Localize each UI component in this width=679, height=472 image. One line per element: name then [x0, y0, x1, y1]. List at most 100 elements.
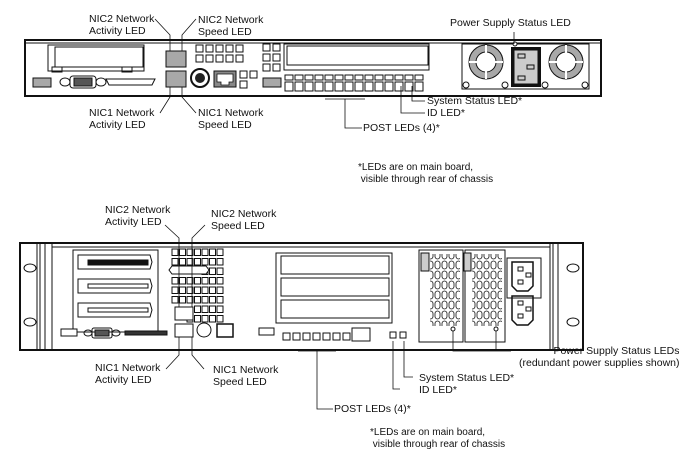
label-nic2-activity-1u: NIC2 Network Activity LED [89, 13, 154, 37]
label-line: NIC1 Network [198, 107, 264, 119]
leaders-2u [164, 224, 511, 410]
label-line: visible through rear of chassis [358, 174, 494, 185]
power-inlets-2u [506, 257, 542, 326]
label-line: Speed LED [213, 376, 267, 388]
vent-slot [209, 286, 216, 294]
vent-slot [209, 258, 216, 266]
label-post-leds-2u: POST LEDs (4)* [334, 403, 411, 415]
label-line: POST LEDs (4)* [334, 403, 411, 415]
led-square [249, 70, 258, 79]
label-system-status-2u: System Status LED* [419, 372, 514, 384]
vent-slot [216, 258, 224, 266]
vent-grid-1u-a [195, 44, 244, 63]
vent-slot [194, 248, 201, 256]
fan-left [468, 44, 504, 80]
vent-slot [394, 74, 404, 81]
vent-slot [374, 81, 384, 92]
vga-port-1u [59, 75, 107, 89]
vent-slot [171, 286, 179, 294]
label-line: Power Supply Status LEDs [553, 345, 679, 357]
vent-slot [216, 315, 224, 323]
label-line: NIC2 Network [198, 14, 264, 26]
label-line: NIC1 Network [213, 364, 279, 376]
port-cover-2u-b [258, 327, 275, 336]
vent-slot [344, 81, 354, 92]
label-line: NIC1 Network [95, 362, 161, 374]
label-line: visible through rear of chassis [370, 439, 506, 450]
vent-slot [216, 286, 224, 294]
nic2-port-1u [165, 50, 187, 68]
vent-slot [179, 296, 186, 304]
power-supply-2u-a [418, 249, 464, 343]
label-line: Speed LED [198, 119, 252, 131]
footnote-1u: *LEDs are on main board, visible through… [358, 162, 493, 186]
vent-slot [314, 81, 324, 92]
system-status-led-1u [414, 81, 424, 92]
post-led-2u [312, 332, 321, 341]
port-2u [351, 327, 371, 342]
vent-slot [216, 305, 224, 313]
vent-slot [186, 286, 194, 294]
label-system-status-1u: System Status LED* [427, 95, 522, 107]
vent-slot [284, 81, 294, 92]
vent-slot [334, 81, 344, 92]
vent-slot [304, 74, 314, 81]
vent-slot [314, 74, 324, 81]
leaders-1u [154, 18, 515, 129]
chassis-1u-true [24, 39, 602, 97]
vent-slot [179, 258, 186, 266]
pci-slots-2u-right [275, 252, 393, 324]
label-nic1-activity-2u: NIC1 Network Activity LED [95, 362, 160, 386]
screw [462, 81, 470, 89]
vent-slot [171, 258, 179, 266]
parallel-port-2u [124, 330, 168, 336]
port-cover-2u [60, 328, 78, 337]
label-line: System Status LED* [419, 372, 515, 384]
label-nic2-speed-1u: NIC2 Network Speed LED [198, 14, 263, 38]
label-nic2-activity-2u: NIC2 Network Activity LED [105, 204, 170, 228]
vent-slot [209, 305, 216, 313]
vent-slot [414, 74, 424, 81]
vent-slot [209, 315, 216, 323]
nic2-port-2u [174, 306, 194, 321]
label-line: Speed LED [211, 220, 265, 232]
vent-slot [384, 74, 394, 81]
nic1-port-2u [174, 323, 194, 338]
label-line: Speed LED [198, 26, 252, 38]
vent-slot [354, 81, 364, 92]
vent-slot [334, 74, 344, 81]
vent-slot [344, 74, 354, 81]
label-line: Power Supply Status LED [450, 17, 571, 29]
fan-right [548, 44, 584, 80]
footnote-2u: *LEDs are on main board, visible through… [370, 427, 505, 451]
label-line: NIC2 Network [89, 13, 155, 25]
vent-slot [294, 81, 304, 92]
label-line: NIC2 Network [211, 208, 277, 220]
label-line: NIC1 Network [89, 107, 155, 119]
vent-slot [304, 81, 314, 92]
vent-slot [171, 277, 179, 285]
vent-slot [186, 296, 194, 304]
vent-slot [209, 296, 216, 304]
post-led-2u [342, 332, 351, 341]
label-line: Activity LED [105, 216, 162, 228]
vent-slot [294, 74, 304, 81]
rj45-port-1u [213, 70, 237, 88]
vent-slot [216, 248, 224, 256]
pci-slots-2u-left [72, 249, 159, 333]
post-led-2u [302, 332, 311, 341]
label-line: *LEDs are on main board, [358, 162, 474, 173]
ps2-port-2u [196, 322, 212, 338]
vent-grid-2u [171, 248, 224, 323]
vent-slot [201, 296, 209, 304]
label-psu-status-1u: Power Supply Status LED [450, 17, 571, 29]
power-supply-2u-b [463, 249, 506, 343]
label-line: POST LEDs (4)* [363, 122, 440, 134]
label-psu-status-2u: Power Supply Status LEDs (redundant powe… [519, 345, 679, 369]
id-led-2u [389, 331, 397, 339]
led-row-1u [284, 74, 424, 92]
rj45-port-2u [216, 323, 234, 338]
vent-slot [194, 258, 201, 266]
vent-slot [194, 286, 201, 294]
